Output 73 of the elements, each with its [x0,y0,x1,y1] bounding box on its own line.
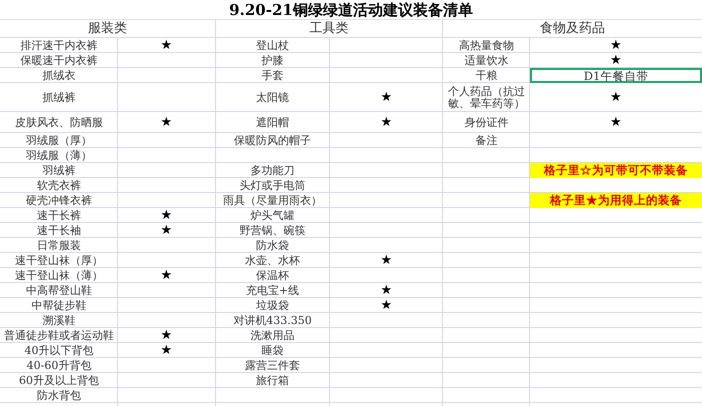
table-cell: 睡袋 [262,344,284,356]
star-mark: ★ [610,40,622,52]
table-cell: 对讲机433.350 [233,314,312,326]
table-cell: 速干登山袜（厚） [15,254,103,266]
table-cell: 保温杯 [256,270,289,282]
table-cell: 护膝 [262,54,284,66]
table-cell: 垃圾袋 [256,300,289,312]
table-cell: 太阳镜 [256,92,289,104]
table-cell: 多功能刀 [250,164,294,176]
table-cell: 抓绒裤 [42,92,76,104]
table-cell: 洗漱用品 [250,330,294,342]
selected-cell: D1午餐自带 [530,68,702,83]
star-mark: ★ [610,92,622,104]
table-cell: 防水袋 [256,240,289,252]
column-header: 工具类 [310,23,348,35]
table-cell: 遮阳帽 [256,116,289,128]
table-cell: 羽绒服（薄） [26,150,92,162]
star-mark: ★ [160,210,172,222]
note-banner: 格子里★为用得上的装备 [530,193,702,208]
table-cell: 头灯或手电筒 [240,180,306,192]
table-cell: 皮肤风衣、防晒服 [15,116,103,128]
star-mark: ★ [610,54,622,66]
table-cell: 登山杖 [256,40,289,52]
star-mark: ★ [380,116,392,128]
table-cell: 旅行箱 [256,374,289,386]
column-header: 食物及药品 [540,23,605,35]
star-mark: ★ [380,254,392,266]
table-cell: 炉头气罐 [250,210,294,222]
table-cell: 备注 [476,134,498,146]
table-cell: 日常服装 [37,240,81,252]
table-cell: 羽绒裤 [42,164,76,176]
column-header: 服装类 [88,23,127,35]
table-title: 9.20-21铜绿绿道活动建议装备清单 [229,2,473,19]
star-mark: ★ [160,344,172,356]
table-cell: 雨具（尽量用雨衣） [223,194,322,206]
table-cell: 排汗速干内衣裤 [20,40,98,52]
table-cell: 适量饮水 [464,54,508,66]
table-cell: 充电宝+线 [246,284,300,296]
table-cell: 中帮徒步鞋 [32,300,86,312]
table-cell: 40升以下背包 [24,344,94,356]
table-cell: 保暖防风的帽子 [234,134,311,146]
table-cell: 保暖速干内衣裤 [20,54,98,66]
table-cell-text: 个人药品（抗过敏、晕车药等） [447,86,526,110]
table-cell: 普通徒步鞋或者运动鞋 [4,330,114,342]
table-cell: 溯溪鞋 [42,314,76,326]
table-cell: 抓绒衣 [42,70,76,82]
table-cell: 露营三件套 [245,360,300,372]
star-mark: ★ [160,330,172,342]
table-cell: 速干长袖 [37,224,81,236]
table-cell: 硬壳冲锋衣裤 [26,194,92,206]
table-cell: 软壳衣裤 [37,180,81,192]
table-cell: 手套 [262,70,284,82]
table-cell: 野营锅、碗筷 [240,224,306,236]
table-cell: 身份证件 [464,116,508,128]
table-cell: 速干登山袜（薄） [15,270,103,282]
star-mark: ★ [380,284,392,296]
table-cell: 高热量食物 [459,40,514,52]
star-mark: ★ [380,300,392,312]
star-mark: ★ [160,270,172,282]
star-mark: ★ [380,92,392,104]
table-cell: 速干长裤 [37,210,81,222]
table-cell: 水壶、水杯 [245,254,300,266]
note-banner: 格子里☆为可带可不带装备 [530,163,702,178]
star-mark: ★ [160,116,172,128]
table-cell: 60升及以上背包 [19,374,99,386]
table-cell: 防水背包 [37,390,81,402]
star-mark: ★ [610,116,622,128]
table-cell: 40-60升背包 [26,360,92,372]
star-mark: ★ [160,40,172,52]
table-cell: 中高帮登山鞋 [26,284,92,296]
table-cell: 干粮 [476,70,498,82]
table-cell: 羽绒服（厚） [26,134,92,146]
star-mark: ★ [160,224,172,236]
